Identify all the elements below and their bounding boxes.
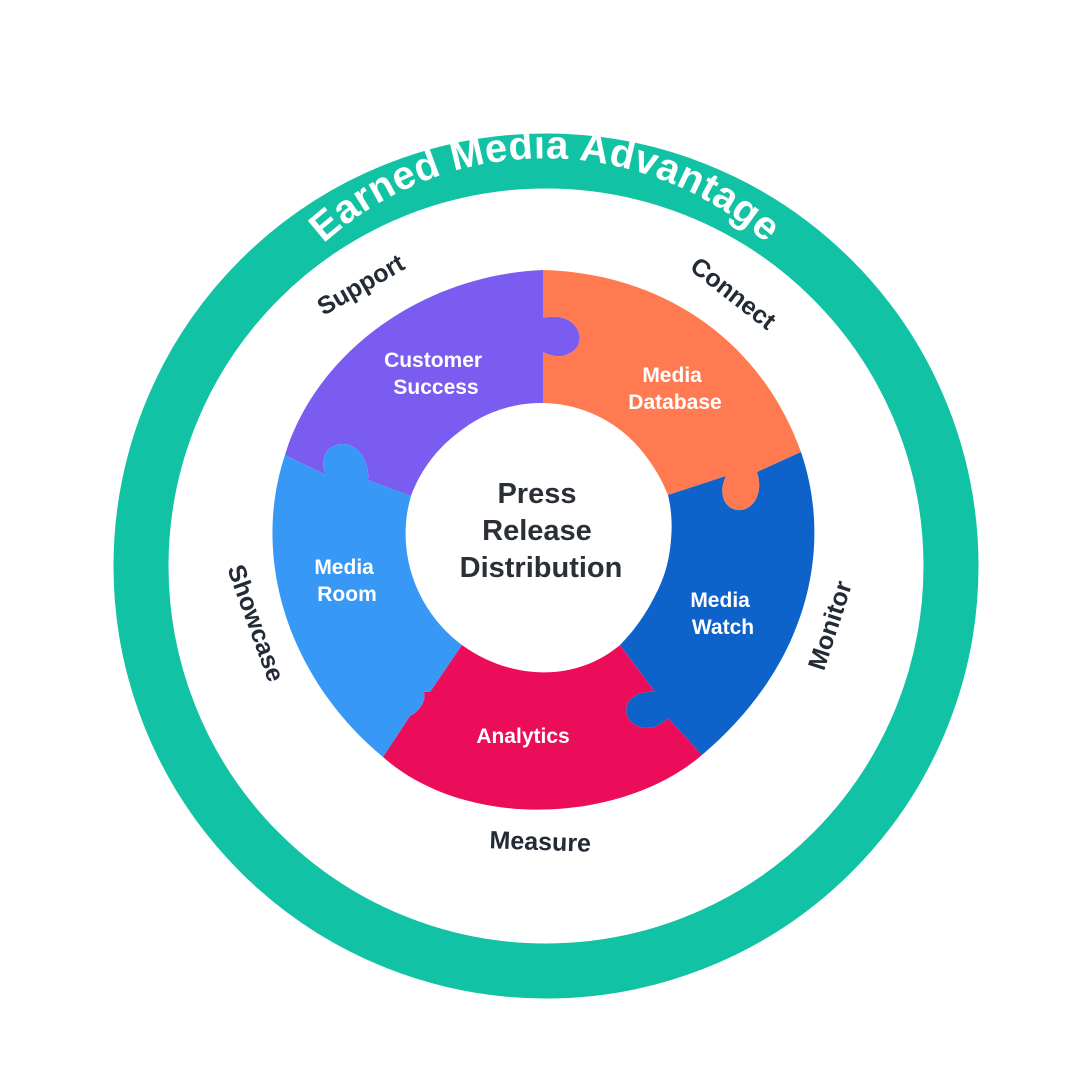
segment-media-watch (620, 452, 815, 755)
media-database-label: Media Database (628, 364, 721, 414)
measure-label: Measure (489, 826, 591, 858)
segment-customer-success (285, 270, 580, 496)
media-room-label: Media Room (314, 556, 379, 606)
monitor-label: Monitor (803, 577, 858, 673)
media-watch-label: Media Watch (690, 589, 755, 639)
customer-success-label: Customer Success (384, 349, 488, 399)
support-label: Support (313, 249, 411, 321)
outer-ring (113, 133, 979, 999)
segment-analytics (383, 645, 702, 810)
segment-media-room (272, 444, 462, 757)
center-label: Press Release Distribution (460, 478, 623, 584)
segment-media-database (543, 270, 801, 511)
analytics-label: Analytics (476, 725, 569, 748)
center-circle (411, 403, 671, 663)
